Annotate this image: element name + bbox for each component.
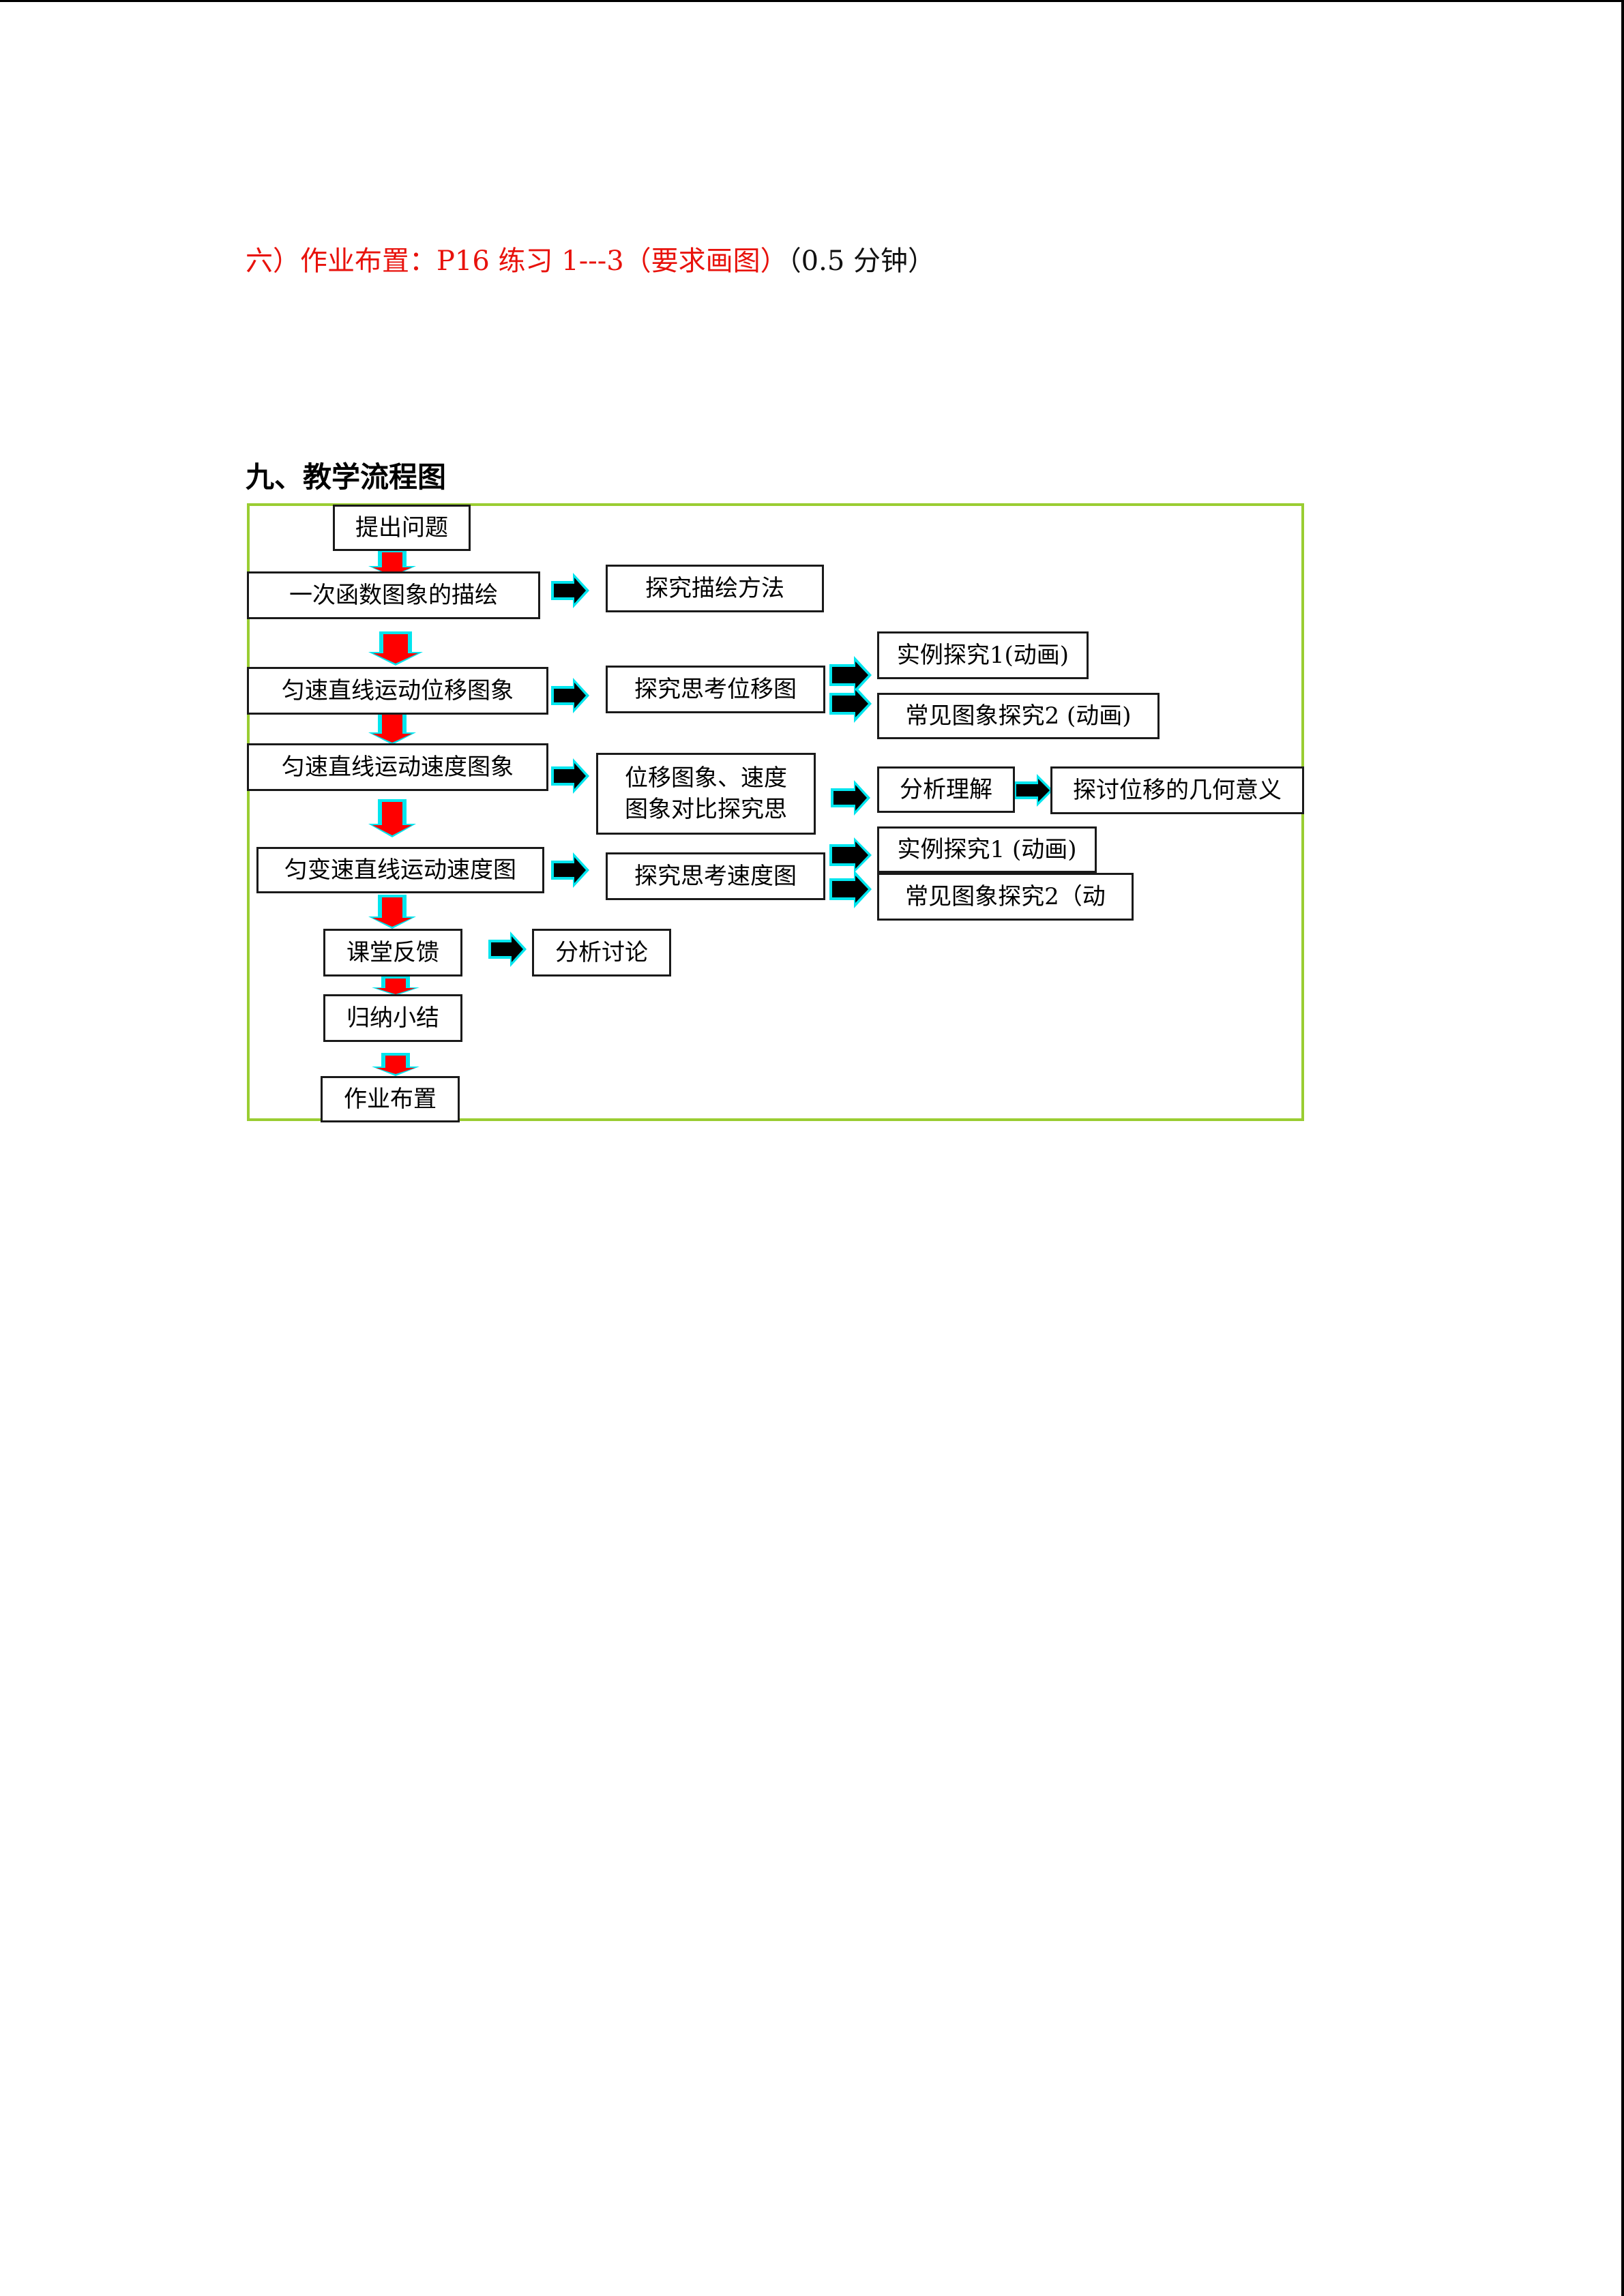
node-compare-graphs-line-2: 图象对比探究思 bbox=[625, 796, 787, 823]
node-example-1-animation: 实例探究1(动画) bbox=[877, 631, 1089, 679]
node-discuss-geometric-meaning: 探讨位移的几何意义 bbox=[1050, 766, 1304, 814]
arrow-right-6 bbox=[831, 780, 870, 816]
node-uniform-velocity-graph: 匀速直线运动速度图象 bbox=[247, 743, 548, 791]
homework-assignment-line: 六）作业布置：P16 练习 1---3（要求画图）（0.5 分钟） bbox=[246, 239, 935, 278]
node-linear-function-graph: 一次函数图象的描绘 bbox=[247, 571, 540, 619]
arrow-right-4 bbox=[551, 852, 589, 888]
homework-time-text: （0.5 分钟） bbox=[787, 245, 936, 277]
node-compare-graphs-line-1: 位移图象、速度 bbox=[625, 764, 787, 792]
section-title: 九、教学流程图 bbox=[246, 460, 447, 494]
node-pose-question: 提出问题 bbox=[333, 505, 471, 551]
arrow-right-7 bbox=[1014, 774, 1053, 807]
arrow-down-5 bbox=[368, 895, 416, 929]
node-analyze-discuss: 分析讨论 bbox=[532, 929, 671, 976]
arrow-down-1 bbox=[368, 550, 416, 577]
arrow-down-2 bbox=[368, 631, 423, 666]
page-top-border bbox=[0, 0, 1624, 2]
arrow-down-6 bbox=[372, 976, 419, 996]
arrow-down-4 bbox=[368, 799, 416, 837]
node-analyze-understand: 分析理解 bbox=[877, 766, 1015, 813]
node-example-1-animation-b: 实例探究1 (动画) bbox=[877, 826, 1097, 873]
node-common-graph-2-animation: 常见图象探究2 (动画) bbox=[877, 693, 1160, 739]
arrow-down-7 bbox=[372, 1053, 419, 1076]
page-right-border bbox=[1621, 0, 1624, 2296]
arrow-right-2 bbox=[551, 678, 589, 713]
arrow-right-1 bbox=[551, 573, 589, 608]
node-explore-method: 探究描绘方法 bbox=[606, 565, 824, 612]
branch-arrow-2 bbox=[829, 837, 872, 908]
node-summary: 归纳小结 bbox=[323, 994, 462, 1042]
arrow-down-3 bbox=[368, 712, 416, 745]
homework-red-text: 六）作业布置：P16 练习 1---3（要求画图） bbox=[246, 245, 788, 277]
branch-arrow-1 bbox=[829, 656, 872, 723]
arrow-right-3 bbox=[551, 758, 589, 794]
node-explore-displacement-graph: 探究思考位移图 bbox=[606, 666, 825, 713]
node-common-graph-2-b: 常见图象探究2（动 bbox=[877, 873, 1134, 921]
node-accelerated-velocity-graph: 匀变速直线运动速度图 bbox=[256, 847, 544, 893]
node-explore-velocity-graph: 探究思考速度图 bbox=[606, 852, 825, 900]
node-homework: 作业布置 bbox=[321, 1076, 460, 1122]
node-uniform-displacement-graph: 匀速直线运动位移图象 bbox=[247, 667, 548, 715]
arrow-right-5 bbox=[488, 931, 527, 967]
node-compare-graphs: 位移图象、速度图象对比探究思 bbox=[596, 753, 816, 835]
node-class-feedback: 课堂反馈 bbox=[323, 929, 462, 976]
